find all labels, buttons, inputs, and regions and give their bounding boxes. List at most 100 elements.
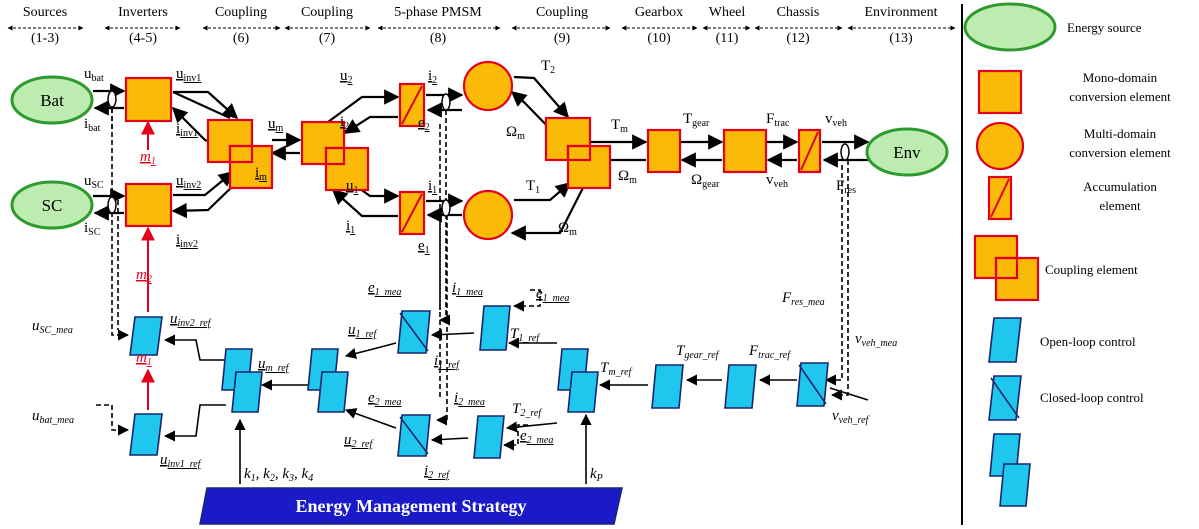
accum-diagonals xyxy=(401,85,819,233)
legend-energy-source: Energy source xyxy=(1067,20,1142,35)
svg-text:vveh: vveh xyxy=(825,111,847,129)
ol-coup7-b xyxy=(317,371,349,413)
header-wheel: Wheel xyxy=(709,5,746,20)
control-diagonals xyxy=(399,312,827,455)
bat-source xyxy=(10,75,94,125)
header-inverters: Inverters xyxy=(118,5,168,20)
svg-text:uinv1: uinv1 xyxy=(176,66,201,84)
header-pmsm-num: (8) xyxy=(430,31,447,46)
legend-coupling-control-icon-b xyxy=(999,463,1031,507)
svg-text:im: im xyxy=(255,165,267,183)
machine-2 xyxy=(462,60,514,112)
legend: Energy source Mono-domain conversion ele… xyxy=(963,2,1171,507)
svg-text:u2_ref: u2_ref xyxy=(344,432,373,450)
legend-mono-1: Mono-domain xyxy=(1083,70,1158,85)
legend-multi-1: Multi-domain xyxy=(1084,126,1157,141)
svg-text:i1: i1 xyxy=(346,218,355,236)
header-environment: Environment xyxy=(864,5,937,20)
legend-closed-loop: Closed-loop control xyxy=(1040,390,1144,405)
header-gearbox-num: (10) xyxy=(647,31,671,46)
conversion-elements xyxy=(124,60,822,241)
svg-text:i2_ref: i2_ref xyxy=(424,463,450,481)
sc-source xyxy=(10,180,94,230)
svg-text:T2: T2 xyxy=(541,58,555,76)
svg-text:k1, k2, k3, k4: k1, k2, k3, k4 xyxy=(244,466,313,484)
svg-text:vveh_mea: vveh_mea xyxy=(855,331,897,349)
svg-text:uinv2: uinv2 xyxy=(176,173,201,191)
header-environment-num: (13) xyxy=(889,31,913,46)
measurement-lines xyxy=(96,92,849,451)
header-pmsm: 5-phase PMSM xyxy=(394,5,482,20)
svg-text:iSC: iSC xyxy=(84,220,101,238)
inverter-1 xyxy=(124,76,173,123)
svg-text:i2: i2 xyxy=(428,68,437,86)
header-sources-num: (1-3) xyxy=(31,31,59,46)
svg-text:e1_mea: e1_mea xyxy=(536,286,569,304)
svg-text:uSC: uSC xyxy=(84,173,104,191)
header-chassis-num: (12) xyxy=(786,31,810,46)
bat-label: Bat xyxy=(40,91,64,110)
ol-T2 xyxy=(473,415,505,459)
svg-text:ubat: ubat xyxy=(84,66,104,84)
svg-text:e1: e1 xyxy=(418,238,430,256)
svg-text:Ωm: Ωm xyxy=(506,124,525,142)
legend-coupling: Coupling element xyxy=(1045,262,1138,277)
sc-label: SC xyxy=(42,196,63,215)
legend-accum-1: Accumulation xyxy=(1083,179,1157,194)
svg-text:e2: e2 xyxy=(418,115,430,133)
legend-open-loop-icon xyxy=(988,317,1022,363)
wheel xyxy=(722,128,768,174)
svg-text:Ftrac: Ftrac xyxy=(766,111,790,129)
svg-text:T1: T1 xyxy=(526,178,540,196)
env-source xyxy=(865,127,949,177)
svg-text:uinv1_ref: uinv1_ref xyxy=(160,452,202,470)
coupling-7-b xyxy=(324,146,370,192)
svg-text:ubat_mea: ubat_mea xyxy=(32,408,74,426)
ol-wheel xyxy=(724,364,757,409)
ol-gear xyxy=(651,364,684,409)
svg-text:Fres: Fres xyxy=(836,178,856,196)
ems-block: Energy Management Strategy xyxy=(199,487,623,525)
svg-text:iinv2: iinv2 xyxy=(176,232,198,250)
svg-text:Tgear: Tgear xyxy=(683,111,710,129)
header-coupling-6-num: (6) xyxy=(233,31,250,46)
svg-text:um_ref: um_ref xyxy=(258,356,290,374)
svg-text:i1: i1 xyxy=(428,178,437,196)
legend-mono-icon xyxy=(977,69,1023,115)
header-coupling-7-num: (7) xyxy=(319,31,336,46)
svg-text:u1_ref: u1_ref xyxy=(348,322,377,340)
ol-coup6-b xyxy=(231,371,263,413)
svg-text:u1: u1 xyxy=(346,178,359,196)
header-sources: Sources xyxy=(23,5,67,20)
header-coupling-9-num: (9) xyxy=(554,31,571,46)
header-wheel-num: (11) xyxy=(716,31,739,46)
svg-text:kP: kP xyxy=(590,466,603,484)
svg-text:i2_mea: i2_mea xyxy=(454,390,485,408)
legend-multi-2: conversion element xyxy=(1069,145,1171,160)
env-label: Env xyxy=(893,143,921,162)
svg-text:i1_mea: i1_mea xyxy=(452,280,483,298)
svg-text:i2: i2 xyxy=(340,114,349,132)
coupling-overlaps xyxy=(228,144,592,166)
ol-coup9-b xyxy=(567,371,599,413)
svg-text:uSC_mea: uSC_mea xyxy=(32,318,73,336)
svg-text:Ωgear: Ωgear xyxy=(691,172,720,190)
svg-text:Ωm: Ωm xyxy=(618,168,637,186)
svg-text:e2_mea: e2_mea xyxy=(520,428,553,446)
svg-text:T1_ref: T1_ref xyxy=(510,326,540,344)
legend-mono-2: conversion element xyxy=(1069,89,1171,104)
ol-T1 xyxy=(479,305,511,351)
svg-text:ibat: ibat xyxy=(84,116,101,134)
svg-text:Fres_mea: Fres_mea xyxy=(781,290,825,308)
legend-energy-source-icon xyxy=(963,2,1057,52)
svg-text:Tgear_ref: Tgear_ref xyxy=(676,343,720,361)
svg-text:Tm_ref: Tm_ref xyxy=(600,360,633,378)
svg-text:iinv1: iinv1 xyxy=(176,121,198,139)
svg-text:e2_mea: e2_mea xyxy=(368,390,401,408)
legend-open-loop: Open-loop control xyxy=(1040,334,1136,349)
ol-inv1 xyxy=(129,413,163,456)
svg-text:u2: u2 xyxy=(340,68,353,86)
svg-text:uinv2_ref: uinv2_ref xyxy=(170,311,212,329)
ems-label: Energy Management Strategy xyxy=(296,496,527,516)
